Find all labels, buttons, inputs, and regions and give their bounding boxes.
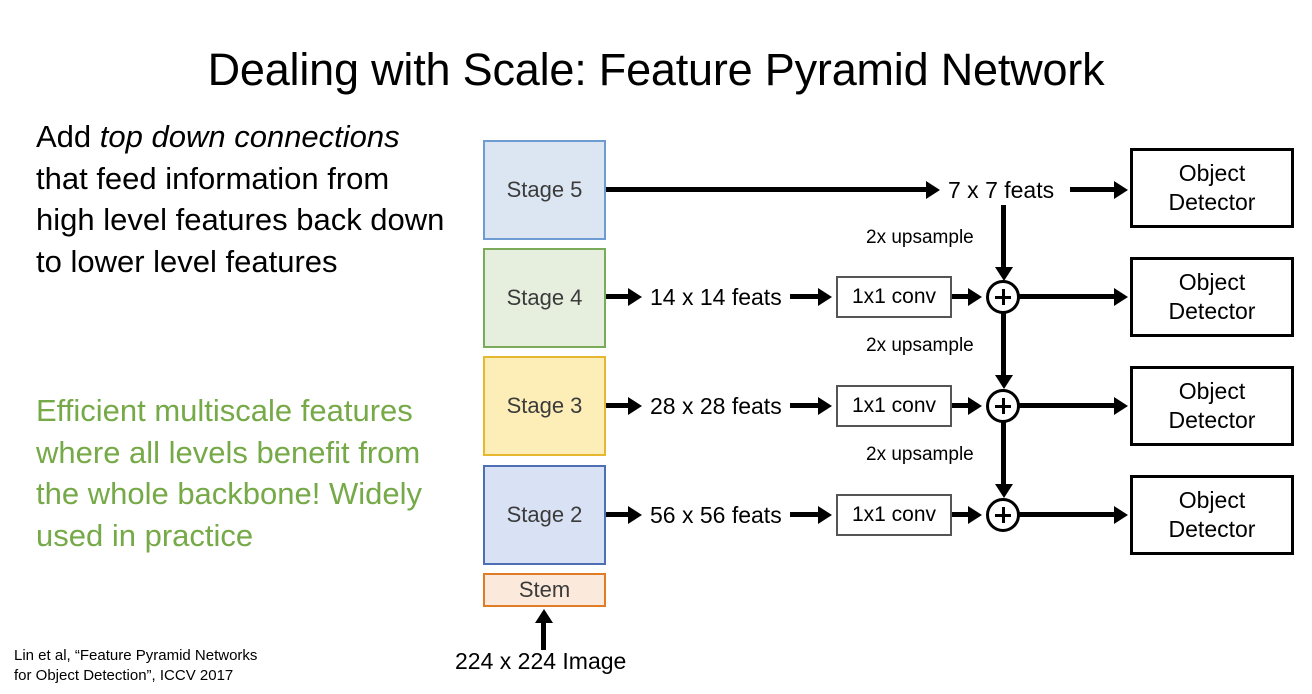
feats56-to-conv-line xyxy=(790,512,818,517)
conv3-to-sum-arrowhead xyxy=(968,396,982,415)
body-paragraph-green: Efficient multiscale features where all … xyxy=(36,393,423,553)
body-text-suffix: that feed information from high level fe… xyxy=(36,160,445,279)
stage4-to-feats-arrowhead xyxy=(628,287,642,306)
plus-icon-vertical xyxy=(1001,289,1005,305)
sum3-to-detector-line xyxy=(1018,403,1114,408)
topdown-arrowhead-3 xyxy=(994,484,1013,498)
feats-label-7x7: 7 x 7 feats xyxy=(948,177,1055,203)
plus-icon-vertical xyxy=(1001,398,1005,414)
stage-box-label: Stage 5 xyxy=(506,177,583,202)
feats14-to-conv-arrowhead xyxy=(818,287,832,306)
topdown-shaft-1 xyxy=(1001,205,1006,267)
stage-box-stage-4: Stage 4 xyxy=(483,248,606,348)
sum2-to-detector-arrowhead xyxy=(1114,287,1128,306)
conv-label: 1x1 conv xyxy=(851,285,937,308)
body-text-emphasis: top down connections xyxy=(99,119,400,154)
feats28-to-conv-arrowhead xyxy=(818,396,832,415)
feats14-to-conv-line xyxy=(790,294,818,299)
detector-label-line-2: Detector xyxy=(1168,407,1256,433)
plus-icon-vertical xyxy=(1001,507,1005,523)
stage4-to-feats-line xyxy=(606,294,628,299)
body-text-prefix: Add xyxy=(36,119,100,154)
citation: Lin et al, “Feature Pyramid Networks for… xyxy=(14,646,344,686)
object-detector-4: Object Detector xyxy=(1130,475,1294,555)
detector-label-line-1: Object xyxy=(1178,160,1246,186)
conv-box-level-3: 1x1 conv xyxy=(836,385,952,427)
sum4-to-detector-line xyxy=(1018,512,1114,517)
stage-box-label: Stage 3 xyxy=(506,393,583,418)
feats28-to-conv-line xyxy=(790,403,818,408)
stage-box-stem: Stem xyxy=(483,573,606,607)
feats-label-28x28: 28 x 28 feats xyxy=(650,393,782,419)
input-arrow-head xyxy=(534,609,553,623)
stage2-to-feats-arrowhead xyxy=(628,505,642,524)
object-detector-3: Object Detector xyxy=(1130,366,1294,446)
citation-line-1: Lin et al, “Feature Pyramid Networks xyxy=(14,647,258,664)
topdown-arrowhead-1 xyxy=(994,267,1013,281)
object-detector-1: Object Detector xyxy=(1130,148,1294,228)
upsample-label-3: 2x upsample xyxy=(866,444,974,465)
conv-label: 1x1 conv xyxy=(851,394,937,417)
conv2-to-sum-line xyxy=(952,294,970,299)
feats7-to-detector-line xyxy=(1070,187,1114,192)
conv2-to-sum-arrowhead xyxy=(968,287,982,306)
sum-node-level-4 xyxy=(986,498,1020,532)
detector-label-line-1: Object xyxy=(1178,487,1246,513)
conv-box-level-4: 1x1 conv xyxy=(836,494,952,536)
conv-box-level-2: 1x1 conv xyxy=(836,276,952,318)
detector-label-line-1: Object xyxy=(1178,269,1246,295)
stage-box-label: Stem xyxy=(518,577,571,602)
body-paragraph-black: Add top down connections that feed infor… xyxy=(36,116,456,282)
stage5-to-feats-arrowhead xyxy=(926,180,940,199)
stage-box-stage-2: Stage 2 xyxy=(483,465,606,565)
sum2-to-detector-line xyxy=(1018,294,1114,299)
feats7-to-detector-arrowhead xyxy=(1114,180,1128,199)
stage-box-stage-5: Stage 5 xyxy=(483,140,606,240)
input-arrow-shaft xyxy=(541,622,546,650)
detector-label-line-2: Detector xyxy=(1168,189,1256,215)
citation-line-2: for Object Detection”, ICCV 2017 xyxy=(14,667,234,684)
sum-node-level-3 xyxy=(986,389,1020,423)
stage3-to-feats-arrowhead xyxy=(628,396,642,415)
stage-box-label: Stage 2 xyxy=(506,502,583,527)
upsample-label-1: 2x upsample xyxy=(866,227,974,248)
stage2-to-feats-line xyxy=(606,512,628,517)
feats-label-56x56: 56 x 56 feats xyxy=(650,502,782,528)
detector-label-line-2: Detector xyxy=(1168,516,1256,542)
detector-label-line-1: Object xyxy=(1178,378,1246,404)
input-image-label: 224 x 224 Image xyxy=(455,648,627,674)
upsample-label-2: 2x upsample xyxy=(866,335,974,356)
sum4-to-detector-arrowhead xyxy=(1114,505,1128,524)
detector-label-line-2: Detector xyxy=(1168,298,1256,324)
sum-node-level-2 xyxy=(986,280,1020,314)
topdown-shaft-2 xyxy=(1001,312,1006,375)
feats56-to-conv-arrowhead xyxy=(818,505,832,524)
stage-box-stage-3: Stage 3 xyxy=(483,356,606,456)
topdown-arrowhead-2 xyxy=(994,375,1013,389)
feats-label-14x14: 14 x 14 feats xyxy=(650,284,782,310)
topdown-shaft-3 xyxy=(1001,421,1006,484)
conv3-to-sum-line xyxy=(952,403,970,408)
sum3-to-detector-arrowhead xyxy=(1114,396,1128,415)
object-detector-2: Object Detector xyxy=(1130,257,1294,337)
page-title: Dealing with Scale: Feature Pyramid Netw… xyxy=(207,44,1105,95)
stage-box-label: Stage 4 xyxy=(506,285,583,310)
stage3-to-feats-line xyxy=(606,403,628,408)
stage5-to-feats-line xyxy=(606,187,926,192)
conv4-to-sum-arrowhead xyxy=(968,505,982,524)
conv4-to-sum-line xyxy=(952,512,970,517)
conv-label: 1x1 conv xyxy=(851,503,937,526)
